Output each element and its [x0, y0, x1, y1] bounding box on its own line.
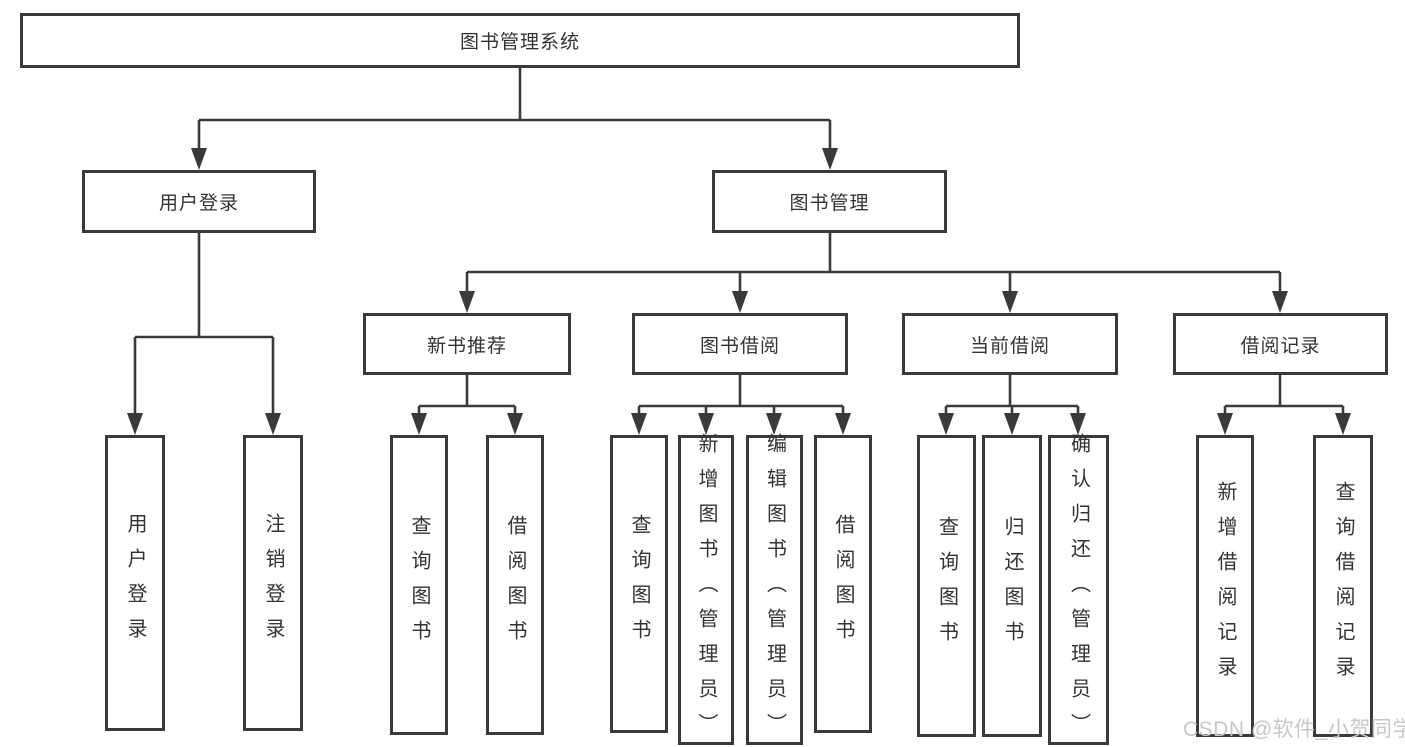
node-label: 编辑图书（管理员） [763, 432, 786, 747]
leaf-newbook-query-books: 查询图书 [390, 435, 448, 735]
connector-current-to-leaves [938, 375, 1086, 435]
leaf-borrow-books: 借阅图书 [814, 435, 872, 733]
leaf-logout: 注销登录 [243, 435, 303, 731]
leaf-return-books: 归还图书 [982, 435, 1042, 737]
node-label: 图书管理 [789, 193, 870, 214]
leaf-current-query-books: 查询图书 [917, 435, 976, 737]
node-root-system: 图书管理系统 [20, 13, 1020, 68]
node-label: 借阅图书 [504, 515, 526, 655]
node-label: 查询图书 [408, 515, 430, 655]
connector-record-to-leaves [1217, 375, 1351, 435]
node-label: 当前借阅 [969, 335, 1050, 357]
leaf-query-borrow-record: 查询借阅记录 [1313, 435, 1373, 737]
node-label: 确认归还（管理员） [1067, 432, 1090, 747]
node-label: 用户登录 [124, 513, 146, 653]
node-label: 查询图书 [935, 516, 958, 656]
leaf-add-borrow-record: 新增借阅记录 [1196, 435, 1254, 737]
node-label: 注销登录 [262, 513, 284, 653]
connector-borrow-to-leaves [631, 375, 851, 435]
node-label: 查询借阅记录 [1332, 481, 1354, 691]
connector-newbook-to-leaves [411, 375, 523, 435]
arrowhead [938, 413, 954, 435]
node-new-book-recommend: 新书推荐 [363, 313, 571, 375]
node-label: 归还图书 [1001, 516, 1023, 656]
leaf-newbook-borrow-books: 借阅图书 [486, 435, 544, 735]
node-label: 图书管理系统 [459, 32, 580, 53]
arrowhead [631, 413, 647, 435]
leaf-add-books-admin: 新增图书（管理员） [678, 432, 734, 747]
node-label: 用户登录 [158, 193, 239, 214]
leaf-confirm-return-admin: 确认归还（管理员） [1048, 432, 1109, 747]
node-user-login: 用户登录 [82, 170, 316, 233]
leaf-borrow-query-books: 查询图书 [610, 435, 668, 733]
arrowhead [1272, 291, 1288, 313]
connector-root-to-level2 [191, 68, 838, 170]
leaf-user-login: 用户登录 [105, 435, 165, 731]
connector-bookmgmt-to-level3 [459, 233, 1288, 313]
node-current-borrowing: 当前借阅 [902, 313, 1118, 375]
arrowhead [191, 148, 207, 170]
arrowhead [411, 413, 427, 435]
arrowhead [1002, 291, 1018, 313]
connector-userlogin-to-leaves [127, 233, 281, 435]
node-label: 新书推荐 [426, 335, 507, 357]
node-label: 新增图书（管理员） [695, 432, 717, 747]
arrowhead [1217, 413, 1233, 435]
arrowhead [1335, 413, 1351, 435]
node-label: 借阅图书 [832, 514, 854, 654]
arrowhead [507, 413, 523, 435]
leaf-edit-books-admin: 编辑图书（管理员） [746, 432, 803, 747]
node-book-management: 图书管理 [712, 170, 947, 233]
node-book-borrowing: 图书借阅 [632, 313, 848, 375]
node-borrowing-records: 借阅记录 [1173, 313, 1388, 375]
arrowhead [265, 413, 281, 435]
arrowhead [822, 148, 838, 170]
arrowhead [127, 413, 143, 435]
node-label: 借阅记录 [1240, 335, 1321, 357]
arrowhead [459, 291, 475, 313]
arrowhead [1004, 413, 1020, 435]
arrowhead [835, 413, 851, 435]
csdn-watermark: CSDN @软件_小贺同学 [1183, 718, 1405, 741]
node-label: 新增借阅记录 [1214, 481, 1236, 691]
node-label: 查询图书 [628, 514, 650, 654]
arrowhead [732, 291, 748, 313]
node-label: 图书借阅 [699, 335, 780, 357]
